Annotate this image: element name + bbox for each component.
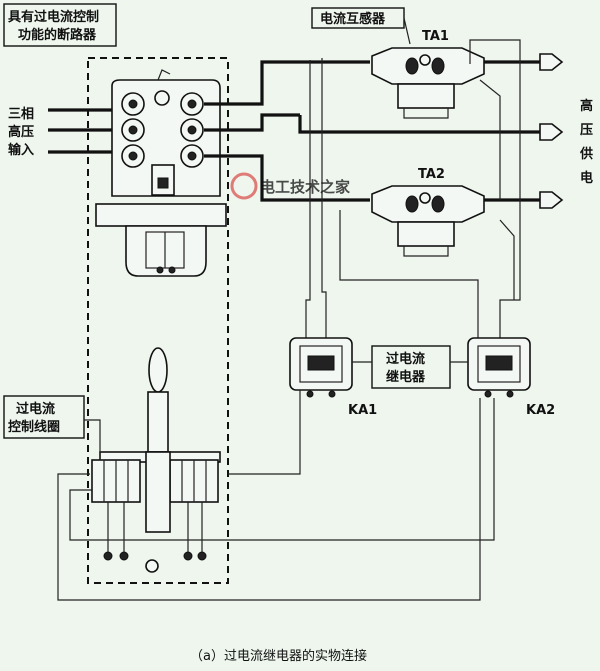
relay-output-wiring xyxy=(57,390,495,601)
output-label-1: 高 xyxy=(580,98,593,114)
ta1-label: TA1 xyxy=(422,29,449,44)
ct-label: 电流互感器 xyxy=(320,11,386,27)
ta2-label: TA2 xyxy=(418,167,445,182)
ka2-label: KA2 xyxy=(526,403,555,418)
figure-caption: （a）过电流继电器的实物连接 xyxy=(190,648,367,664)
secondary-wiring xyxy=(305,39,521,340)
breaker-label-line2: 功能的断路器 xyxy=(18,27,97,43)
breaker-label-box: 具有过电流控制 功能的断路器 xyxy=(3,3,117,47)
breaker-body xyxy=(95,69,227,277)
breaker-operating-mechanism xyxy=(91,347,221,573)
breaker-enclosure xyxy=(87,57,229,584)
output-label-4: 电 xyxy=(580,170,593,186)
breaker-output-wires xyxy=(204,60,370,202)
input-label-3: 输入 xyxy=(8,142,34,158)
input-label-1: 三相 xyxy=(8,106,34,122)
current-transformer-ta2 xyxy=(371,185,485,257)
output-label-3: 供 xyxy=(579,146,593,162)
relay-label-box: 过电流 继电器 xyxy=(352,345,468,389)
breaker-label-line1: 具有过电流控制 xyxy=(8,9,99,25)
relay-ka2 xyxy=(467,337,531,398)
relay-label-line2: 继电器 xyxy=(386,369,426,385)
relay-label-line1: 过电流 xyxy=(386,351,425,367)
watermark-text: 电工技术之家 xyxy=(260,178,350,196)
current-transformer-ta1 xyxy=(371,47,485,119)
ka1-label: KA1 xyxy=(348,403,377,418)
coil-label-line1: 过电流 xyxy=(16,401,55,417)
watermark: 电工技术之家 xyxy=(230,172,350,200)
output-lines xyxy=(298,53,564,209)
output-label-2: 压 xyxy=(580,123,593,138)
relay-ka1 xyxy=(289,337,353,398)
ct-label-box: 电流互感器 xyxy=(311,7,405,29)
coil-label-line2: 控制线圈 xyxy=(8,419,60,435)
coil-label-box: 过电流 控制线圈 xyxy=(3,395,101,460)
input-label-2: 高压 xyxy=(8,124,34,140)
